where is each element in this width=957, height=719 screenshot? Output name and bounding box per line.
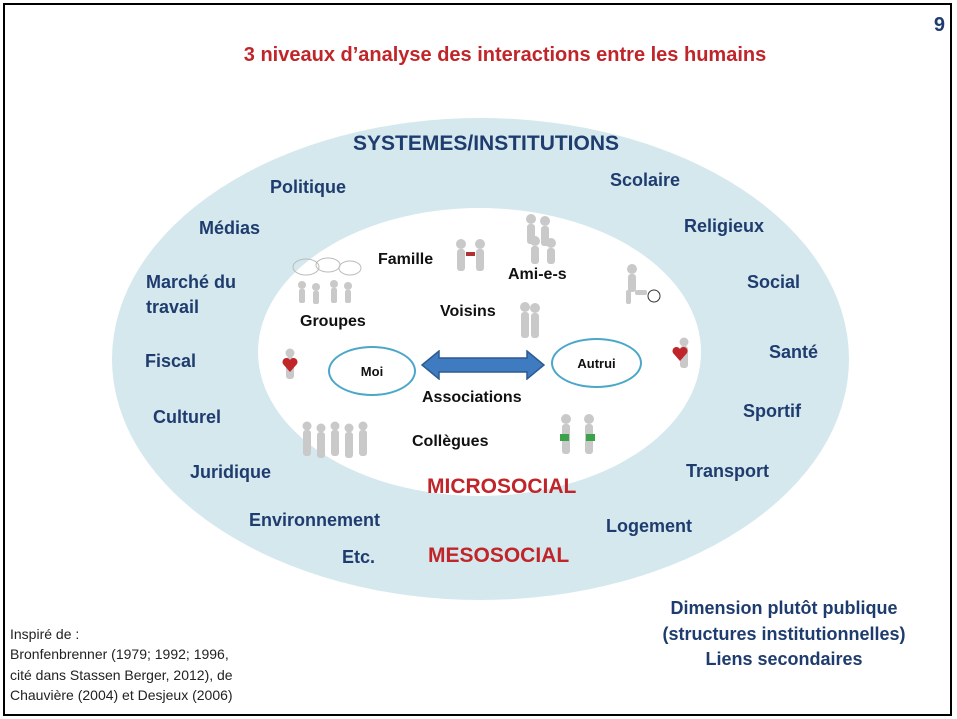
label-voisins: Voisins xyxy=(440,303,496,320)
football-player-icon xyxy=(626,264,661,304)
label-juridique: Juridique xyxy=(190,462,272,482)
friends-group-icon xyxy=(526,214,556,264)
moi-node: Moi xyxy=(328,346,416,396)
label-amis: Ami-e-s xyxy=(508,266,567,283)
slide-number: 9 xyxy=(933,14,945,36)
family-figures-icon xyxy=(456,239,485,271)
source-note-line: Chauvière (2004) et Desjeux (2006) xyxy=(10,686,233,703)
group-discussion-icon xyxy=(292,257,362,304)
systemes-institutions-heading: SYSTEMES/INSTITUTIONS xyxy=(353,132,620,155)
slide-title: 3 niveaux d’analyse des interactions ent… xyxy=(243,44,767,66)
handshake-icon xyxy=(560,414,595,454)
label-politique: Politique xyxy=(270,177,346,197)
label-culturel: Culturel xyxy=(153,407,222,427)
microsocial-label: MICROSOCIAL xyxy=(427,475,577,498)
label-religieux: Religieux xyxy=(684,216,765,236)
label-social: Social xyxy=(747,272,801,292)
label-transport: Transport xyxy=(686,461,770,481)
moi-label: Moi xyxy=(360,363,384,379)
label-logement: Logement xyxy=(606,516,693,536)
label-fiscal: Fiscal xyxy=(145,351,197,371)
autrui-node: Autrui xyxy=(551,338,642,388)
dimension-text: Dimension plutôt publique (structures in… xyxy=(618,596,950,673)
double-arrow-icon xyxy=(421,350,545,380)
source-note: Inspiré de : Bronfenbrenner (1979; 1992;… xyxy=(10,624,320,705)
slide-frame xyxy=(3,3,952,716)
source-note-line: Inspiré de : xyxy=(10,626,80,642)
label-medias: Médias xyxy=(199,218,261,238)
dimension-line: (structures institutionnelles) xyxy=(662,623,906,644)
label-environnement: Environnement xyxy=(249,510,381,530)
person-with-heart-left-icon xyxy=(282,348,298,379)
label-etc: Etc. xyxy=(342,547,376,567)
neighbors-icon xyxy=(520,302,540,338)
colleagues-group-icon xyxy=(302,421,368,458)
person-with-heart-right-icon xyxy=(672,337,689,368)
autrui-label: Autrui xyxy=(577,355,616,371)
dimension-line: Dimension plutôt publique xyxy=(670,598,898,618)
mesosocial-label: MESOSOCIAL xyxy=(428,544,570,567)
source-note-line: Bronfenbrenner (1979; 1992; 1996, xyxy=(10,646,229,663)
dimension-line: Liens secondaires xyxy=(705,649,863,670)
label-collegues: Collègues xyxy=(412,433,489,450)
source-note-line: cité dans Stassen Berger, 2012), de xyxy=(10,666,233,683)
label-sportif: Sportif xyxy=(743,401,801,421)
label-scolaire: Scolaire xyxy=(610,170,681,190)
label-famille: Famille xyxy=(378,251,434,268)
label-groupes: Groupes xyxy=(300,313,366,330)
label-marche-line1: Marché du xyxy=(146,272,237,292)
label-sante: Santé xyxy=(769,342,819,362)
label-associations: Associations xyxy=(422,389,522,406)
label-marche-line2: travail xyxy=(146,297,200,317)
